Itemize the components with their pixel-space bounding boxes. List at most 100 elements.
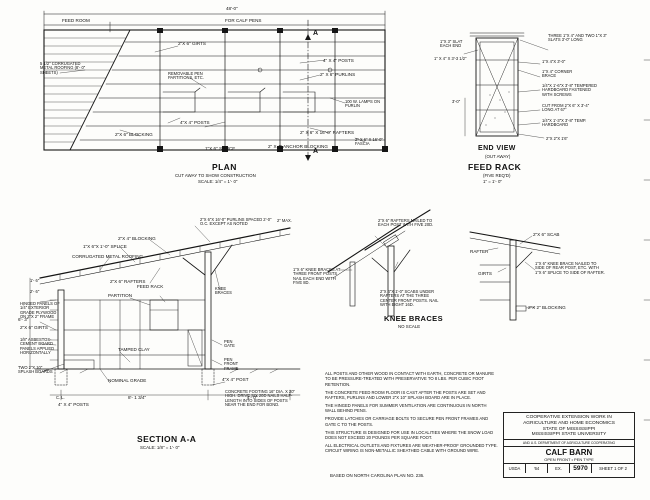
rear-post-detail [469,231,561,321]
section-pen-gate-label: PEN GATE [224,339,235,349]
section-dim-a: 1'- 6" [30,278,40,283]
section-knee-braces-label: KNEE BRACES [215,286,232,296]
plan-code: 5970 [570,464,592,474]
section-dim-mid: 8'- 1 3/4" [128,395,147,400]
end-view-slats-label: THREE 1"X 4" AND TWO 1"X 3" SLATS 3'-0" … [548,33,607,43]
note-item: ALL POSTS AND OTHER WOOD IN CONTACT WITH… [325,371,494,387]
end-view-hardboard-label: 1/4"X 1'-6"X 3'-8" TEMPERED HARDBOARD FA… [542,83,597,97]
section-post-label: 4"X 4" POST [222,377,249,382]
plan-lamps-label: 100 W. LAMPS ON PURLIN [345,99,381,109]
section-dim-right: 4'- 0" [247,395,258,400]
section-girts-label: 2"X 6" GIRTS [20,325,48,330]
org-line: COOPERATIVE EXTENSION WORK IN [526,415,612,420]
note-item: PROVIDE LATCHES OR CARRIAGE BOLTS TO SEC… [325,416,489,427]
title-block-fine-print: AND U.S. DEPARTMENT OF AGRICULTURE COOPE… [504,440,634,448]
title-block: COOPERATIVE EXTENSION WORK IN AGRICULTUR… [503,412,635,478]
drawing-title: CALF BARN [545,448,593,458]
section-grade-label: NOMINAL GRADE [108,378,147,383]
section-asbestos-label: 1/8" ASBESTOS-CEMENT BOARD PANELS APPLIE… [20,337,55,355]
note-item: THIS STRUCTURE IS DESIGNED FOR USE IN LO… [325,429,494,441]
note-item: THE CONCRETE FEED ROOM FLOOR IS CAST AFT… [325,389,486,401]
section-footing-label: CONCRETE FOOTING 16" DIA. X 20" HIGH. DR… [225,389,296,407]
usda-label: USDA [504,464,526,474]
plan-fascia-label: 2" X 6" X 16'-0" FASCIA [355,137,383,147]
knee-blocking-label: 2"X 2" BLOCKING [528,305,566,310]
plan-section-mark-bottom: A [313,148,319,155]
note-item: THE HINGED PANELS FOR SUMMER VENTILATION… [325,403,487,414]
section-scale: SCALE: 1/8" = 1'- 0" [140,445,180,450]
end-view-slat-label: 1"X 3" SLAT EACH END [440,39,463,49]
section-posts-label: 4" X 4" POSTS [58,402,89,407]
drawing-subtitle: OPEN FRONT • PEN TYPE [544,457,594,463]
knee-braces-title: KNEE BRACES [384,314,443,323]
plan-splice-label: 1"X 6" SPLICE [205,146,236,151]
knee-brace-detail-label: 1"X 6" KNEE BRACE NAILED TO SIDE OF REAR… [535,261,605,275]
end-view-brace-label: 1"X 4" CORNER BRACE [542,69,573,79]
plan-overall-dimension: 48'-0" [226,6,238,11]
year-label: '64 [526,464,548,474]
plan-section-mark-top: A [313,30,319,37]
section-splice-label: 1"X 6"X 1'-0" SPLICE [83,244,127,249]
section-hinged-panels-label: HINGED PANELS OF 1/4" EXTERIOR GRADE PLY… [20,301,60,319]
title-block-footer: USDA '64 EX. 5970 SHEET 1 OF 2 [504,464,634,474]
footer-note: BASED ON NORTH CAROLINA PLAN NO. 236. [330,473,425,478]
sheet-number: SHEET 1 OF 2 [599,466,627,472]
knee-rafters-label: 2"X 6" RAFTERS NAILED TO EACH POST WITH … [378,218,434,228]
end-view-drawing [463,32,549,139]
section-pen-front-label: PEN FRONT FRAME [224,357,239,371]
feed-rack-scale: 1" = 1'- 0" [483,179,502,184]
knee-braces-detail [327,209,431,317]
section-rafters-label: 2"X 6" RAFTERS [110,279,146,284]
plan-anchor-label: 2" X 4" ANCHOR BLOCKING [268,144,328,149]
end-view-cleat-label: 1"X 4"X 3'-0" [542,59,566,64]
title-block-title-row: CALF BARN OPEN FRONT • PEN TYPE [504,447,634,465]
org-line: STATE OF MISSISSIPPI [542,426,596,432]
plan-removable-partitions-label: REMOVABLE PEN PARTITIONS, ETC. [168,71,204,81]
section-splash-label: TWO 2"X 10" SPLASH BOARDS [18,365,53,375]
plan-blocking-label: 2"X 6" BLOCKING [115,132,153,137]
section-dim-left: 6'- 3" [18,317,29,322]
section-blocking-label: 2"X 4" BLOCKING [118,236,156,241]
section-dim-b: 2'- 6" [30,289,40,294]
margin-ticks [643,59,650,421]
feed-rack-title: FEED RACK [468,162,522,172]
org-line: MISSISSIPPI STATE UNIVERSITY [531,432,607,438]
note-item: ALL ELECTRICAL OUTLETS AND FIXTURES ARE … [325,443,498,454]
plan-scale: SCALE: 1/4" = 1'- 0" [198,179,238,184]
knee-rafter-label: RAFTER [470,249,489,254]
section-purlins-label: 2"X 6"X 16'-0" PURLINS SPACED 2'-0" O.C.… [200,217,272,227]
plan-rafters-label: 2" X 6" X 16'-0" RAFTERS [300,130,355,135]
org-line: AGRICULTURE AND HOME ECONOMICS [523,420,615,426]
knee-braces-label: 1"X 6" KNEE BRACES AT THREE FRONT POSTS … [293,267,341,285]
section-drawing [29,225,301,401]
section-max-label: 2" MAX. [277,218,292,223]
ex-label: EX. [548,464,570,474]
section-dim-cl: C. L. [56,395,65,400]
knee-scabs-label: 2"X 4"X 1'-0" SCABS UNDER RAFTERS AT THE… [380,289,439,307]
plan-girts-label: 2"X 6" GIRTS [178,41,206,46]
title-block-organization: COOPERATIVE EXTENSION WORK IN AGRICULTUR… [504,413,634,440]
section-title: SECTION A-A [137,434,197,444]
plan-posts2-label: 4"X 4" POSTS [180,120,210,125]
end-view-pipe-label: 2"X 2"X 1'6" [546,136,568,141]
end-view-title: END VIEW [478,145,516,152]
section-tamped-clay-label: TAMPED CLAY [118,347,150,352]
end-view-cut-label: CUT FROM 2"X 6" X 3'-4" LONG AT 67° [542,103,590,113]
plan-subtitle: CUT AWAY TO SHOW CONSTRUCTION [175,173,256,178]
plan-posts-label: 4" X 4" POSTS [323,58,354,63]
knee-scab-label: 2"X 6" SCAB [533,232,560,237]
plan-calf-pens-label: FOR CALF PENS [225,18,262,23]
knee-girts-label: GIRTS [478,271,492,276]
plan-feed-room-label: FEED ROOM [62,18,90,23]
end-view-subtitle: (OUT AWAY) [485,154,511,159]
plan-roofing-label: 5 1/2" CORRUGATED METAL ROOFING (8'- 0" … [40,61,86,75]
section-partition-label: PARTITION [108,293,133,298]
construction-notes: ALL POSTS AND OTHER WOOD IN CONTACT WITH… [325,371,498,456]
end-view-board-label: 1" X 4" X 3'-3 1/2" [434,56,467,61]
section-feed-rack-label: FEED RACK [137,284,164,289]
plan-drawing [43,10,388,161]
end-view-height-dimension: 3'-0" [452,99,461,104]
end-view-temp-label: 1/4"X 1'-3"X 3'-8" TEMP. HARDBOARD [542,118,587,128]
